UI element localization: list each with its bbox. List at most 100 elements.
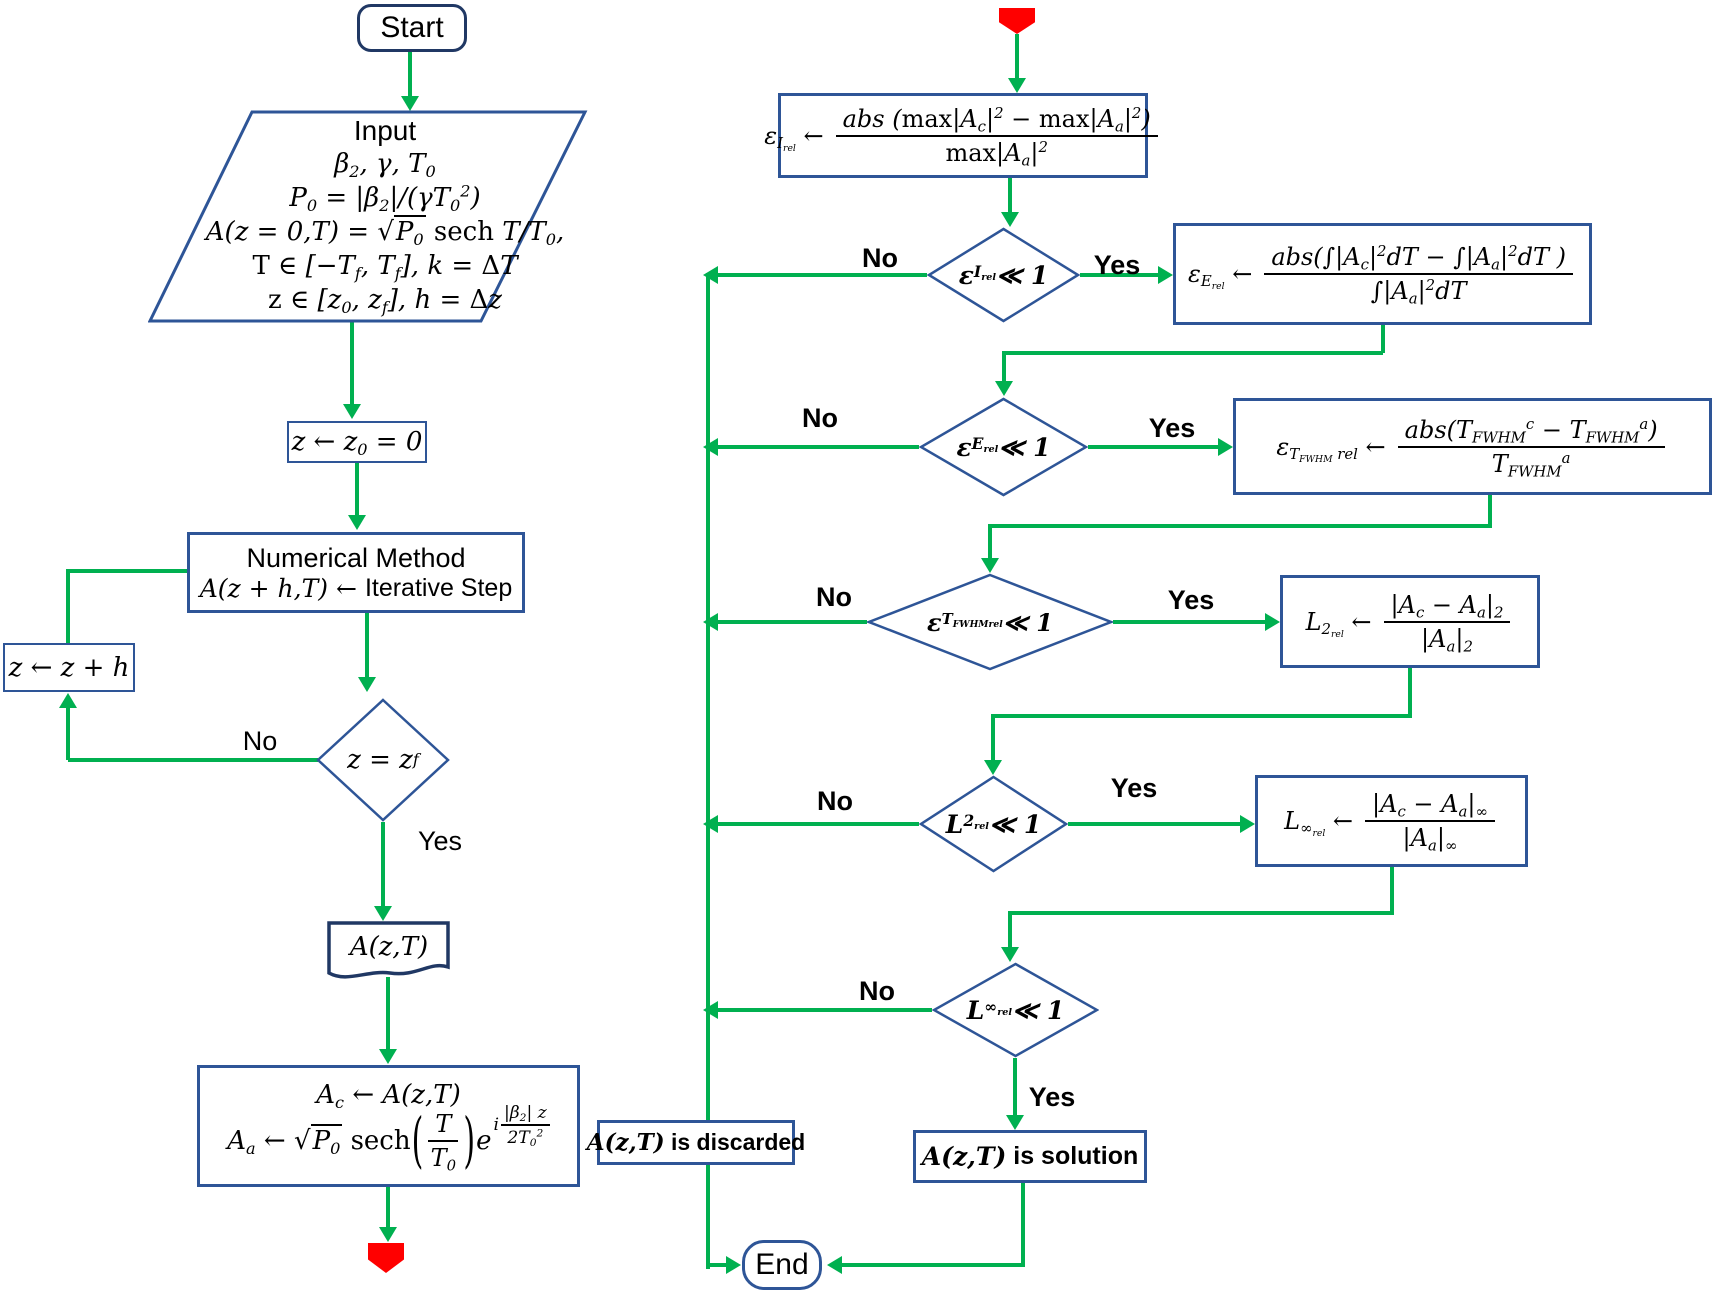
offpage-connector-top-right (999, 8, 1035, 34)
input-line-initial-condition: A(z = 0,T) = √P0 sech T/T0, (205, 215, 565, 249)
arrowhead (1218, 438, 1233, 456)
phase-exponent-i: i (493, 1115, 499, 1135)
phase-exponent-den: 2T02 (507, 1126, 544, 1149)
offpage-connector-bottom-left (368, 1243, 404, 1273)
end-terminal: End (742, 1240, 822, 1290)
line-box2-feed-h (1002, 351, 1383, 355)
solution-text: is solution (1006, 1142, 1139, 1170)
assign-computed: Ac ← A(z,T) (316, 1080, 461, 1112)
l2-error-den: |Aa|2 (1421, 624, 1473, 655)
line-yes2 (1088, 445, 1226, 449)
arrowhead (703, 266, 718, 284)
line-box3-feed-v1 (1488, 495, 1492, 526)
iterative-step-text: Iterative Step (364, 573, 513, 602)
arrowhead (401, 96, 419, 111)
line-solution-to-end-h (836, 1263, 1025, 1267)
arrowhead (1006, 1115, 1024, 1130)
assign-analytic-pre: Aa ← √P0 sech (227, 1124, 411, 1158)
discarded-text: is discarded (664, 1129, 806, 1155)
label-no-zf: No (242, 725, 278, 756)
linf-error-lhs: L∞rel ← (1284, 807, 1354, 840)
input-content: Input β2, γ, T0 P0 = |β2|/(γT02) A(z = 0… (185, 114, 585, 318)
start-terminal: Start (357, 4, 467, 52)
line-box2-feed-v1 (1381, 325, 1385, 353)
arrow-input-to-zinit (350, 322, 354, 406)
arrowhead (1265, 613, 1280, 631)
line-box4-feed-v2 (991, 716, 995, 762)
t-ratio-den: T0 (430, 1144, 457, 1175)
arrow-compare-to-connector (386, 1187, 390, 1229)
label-yes-energy: Yes (1148, 412, 1196, 443)
line-method-loop-v (66, 569, 70, 645)
arrowhead (703, 815, 718, 833)
open-paren: ( (411, 1106, 424, 1176)
diamond-shape (316, 698, 450, 822)
arrowhead (358, 677, 376, 692)
label-yes-intensity: Yes (1093, 249, 1141, 280)
line-box5-feed-h (1008, 911, 1394, 915)
arrowhead (984, 760, 1002, 775)
intensity-error-box: εIrel ← abs (max|Ac|2 − max|Aa|2) max|Aa… (764, 93, 1158, 178)
collector-line-h (708, 1263, 730, 1267)
input-line-time-domain: T ∈ [−Tf, Tf], k = ΔT (252, 251, 518, 283)
collector-line-v (706, 273, 710, 1269)
input-parallelogram (148, 110, 588, 323)
line-box4-feed-h (991, 714, 1412, 718)
l2-error-box: L2rel ← |Ac − Aa|2 |Aa|2 (1280, 575, 1540, 668)
linf-error-fraction: |Ac − Aa|∞ |Aa|∞ (1365, 790, 1495, 853)
numerical-method-title: Numerical Method (246, 542, 466, 573)
intensity-error-den: max|Aa|2 (945, 137, 1048, 169)
solution-math: A(z,T) (921, 1142, 1007, 1171)
fwhm-error-den: TFWHMa (1491, 448, 1571, 480)
line-no5 (712, 1008, 932, 1012)
l2-error-num: |Ac − Aa|2 (1383, 591, 1511, 623)
line-no-zf-h (68, 758, 318, 762)
label-yes-zf: Yes (417, 825, 463, 856)
line-no1 (712, 273, 927, 277)
arrowhead (827, 1256, 842, 1274)
energy-error-den: ∫|Aa|2dT (1370, 276, 1467, 308)
line-box3-feed-h (988, 524, 1492, 528)
arrow-zf-yes (381, 822, 385, 908)
z-increment-box: z ← z + h (3, 643, 135, 692)
arrowhead (59, 693, 77, 708)
label-no-intensity: No (862, 242, 898, 273)
intensity-error-lhs: εIrel ← (764, 121, 824, 154)
input-title: Input (353, 115, 417, 146)
arrow-start-to-input (408, 52, 412, 104)
arrowhead (1240, 815, 1255, 833)
arrowhead (703, 438, 718, 456)
numerical-method-box: Numerical Method A(z + h,T) ← Iterative … (187, 532, 525, 613)
arrowhead (1001, 947, 1019, 962)
discarded-math: A(z,T) (586, 1129, 665, 1156)
phase-exponent-fraction: |β2| z 2T02 (500, 1103, 550, 1149)
arrowhead (379, 1049, 397, 1064)
arrowhead (1008, 78, 1026, 93)
arrowhead (703, 1001, 718, 1019)
energy-error-num: abs(∫|Ac|2dT − ∫|Aa|2dT ) (1264, 243, 1573, 275)
label-yes-linf: Yes (1028, 1081, 1076, 1112)
line-yes4 (1068, 822, 1248, 826)
phase-exponent-num: |β2| z (500, 1103, 550, 1126)
z-init-formula: z ← z0 = 0 (291, 427, 423, 459)
arrow-box1-to-dec1 (1008, 178, 1012, 214)
label-no-fwhm: No (816, 581, 852, 612)
input-line-parameters: β2, γ, T0 (334, 149, 436, 181)
fwhm-error-num: abs(TFWHMc − TFWHMa) (1397, 416, 1665, 448)
line-box3-feed-v2 (988, 526, 992, 560)
output-document-text: A(z,T) (349, 932, 429, 962)
solution-box: A(z,T) is solution (913, 1130, 1147, 1183)
line-no4 (712, 822, 919, 826)
diamond-shape (867, 573, 1113, 671)
output-document-label: A(z,T) (327, 924, 451, 970)
label-no-l2: No (817, 785, 853, 816)
diamond-shape (919, 397, 1088, 497)
arrowhead (348, 515, 366, 530)
